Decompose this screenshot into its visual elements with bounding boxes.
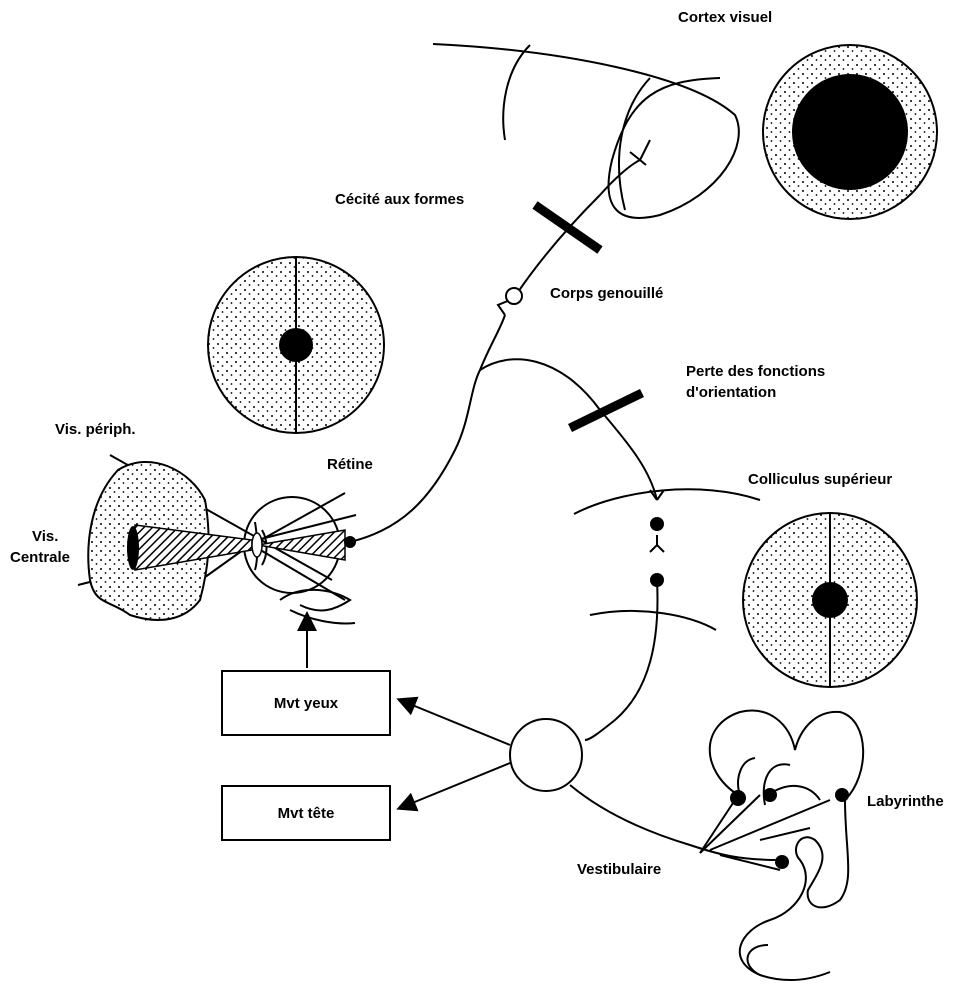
colliculus-arc-upper: [574, 489, 760, 514]
labyrinth-node-4: [775, 855, 789, 869]
collicular-node-1: [650, 517, 664, 531]
colliculus-field-center: [812, 582, 848, 618]
collicular-node-2: [650, 573, 664, 587]
retina-node: [344, 536, 356, 548]
head-movement-box: Mvt tête: [221, 785, 391, 841]
colliculus-arc-lower: [590, 611, 716, 630]
label-perte-fonctions-1: Perte des fonctions: [686, 362, 825, 381]
cortex-inner-curve: [503, 45, 530, 140]
vestibulo-path: [570, 785, 780, 860]
label-cortex-visuel: Cortex visuel: [678, 8, 772, 27]
geniculo-cortical-path: [518, 160, 640, 292]
cortex-outline: [433, 44, 739, 218]
label-retine: Rétine: [327, 455, 373, 474]
label-corps-genouille: Corps genouillé: [550, 284, 663, 303]
label-vis-centrale-1: Vis.: [32, 527, 58, 546]
geniculate-node: [506, 288, 522, 304]
label-perte-fonctions-2: d'orientation: [686, 383, 776, 402]
collicular-branch: [480, 359, 657, 500]
labyrinth-node-3: [835, 788, 849, 802]
labyrinth-outline: [710, 711, 863, 980]
labyrinth-node-1: [730, 790, 746, 806]
integration-center: [510, 719, 582, 791]
label-colliculus: Colliculus supérieur: [748, 470, 892, 489]
lesion-bar-orientation: [570, 393, 642, 428]
label-vestibulaire: Vestibulaire: [577, 860, 661, 879]
geniculate-field-center: [279, 328, 313, 362]
label-labyrinthe: Labyrinthe: [867, 792, 944, 811]
lesion-bar-form: [535, 205, 600, 250]
tectal-descending: [585, 580, 658, 740]
cortex-field-center: [792, 74, 908, 190]
label-vis-centrale-2: Centrale: [10, 548, 70, 567]
eye-movement-box: Mvt yeux: [221, 670, 391, 736]
label-cecite-formes: Cécité aux formes: [335, 190, 464, 209]
labyrinth-node-2: [763, 788, 777, 802]
cortex-inner-curve-2: [619, 78, 650, 210]
label-vis-periph: Vis. périph.: [55, 420, 136, 439]
